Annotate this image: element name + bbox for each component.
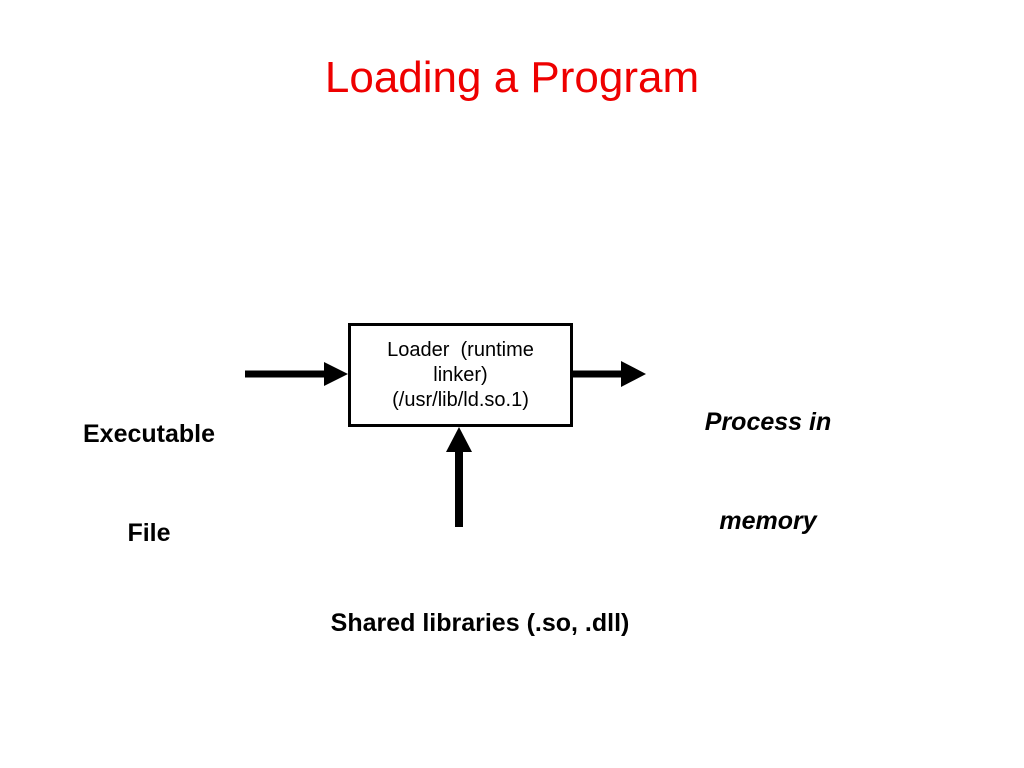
loader-box-line-1: Loader (runtime [387,338,534,361]
loader-box-line-2: linker) [433,363,488,386]
label-shared-libraries-line-1: Shared libraries (.so, .dll) [330,609,630,637]
arrow-head [324,362,348,386]
arrow-executable-to-loader [245,362,348,386]
label-shared-libraries: Shared libraries (.so, .dll) [180,541,780,706]
page-title: Loading a Program [324,53,700,102]
label-process-in-memory-line-2: memory [719,507,817,535]
arrow-loader-to-process [573,361,646,387]
arrow-libraries-to-loader [446,427,472,527]
label-process-in-memory: Process in memory [668,340,868,604]
arrow-head [621,361,646,387]
loader-box-line-3: (/usr/lib/ld.so.1) [392,388,529,411]
label-process-in-memory-line-1: Process in [704,408,832,436]
arrow-head [446,427,472,452]
loader-box: Loader (runtime linker) (/usr/lib/ld.so.… [348,323,573,427]
label-executable-file: Executable File [45,352,253,616]
label-executable-file-line-2: File [127,519,171,547]
label-executable-file-line-1: Executable [82,420,215,448]
